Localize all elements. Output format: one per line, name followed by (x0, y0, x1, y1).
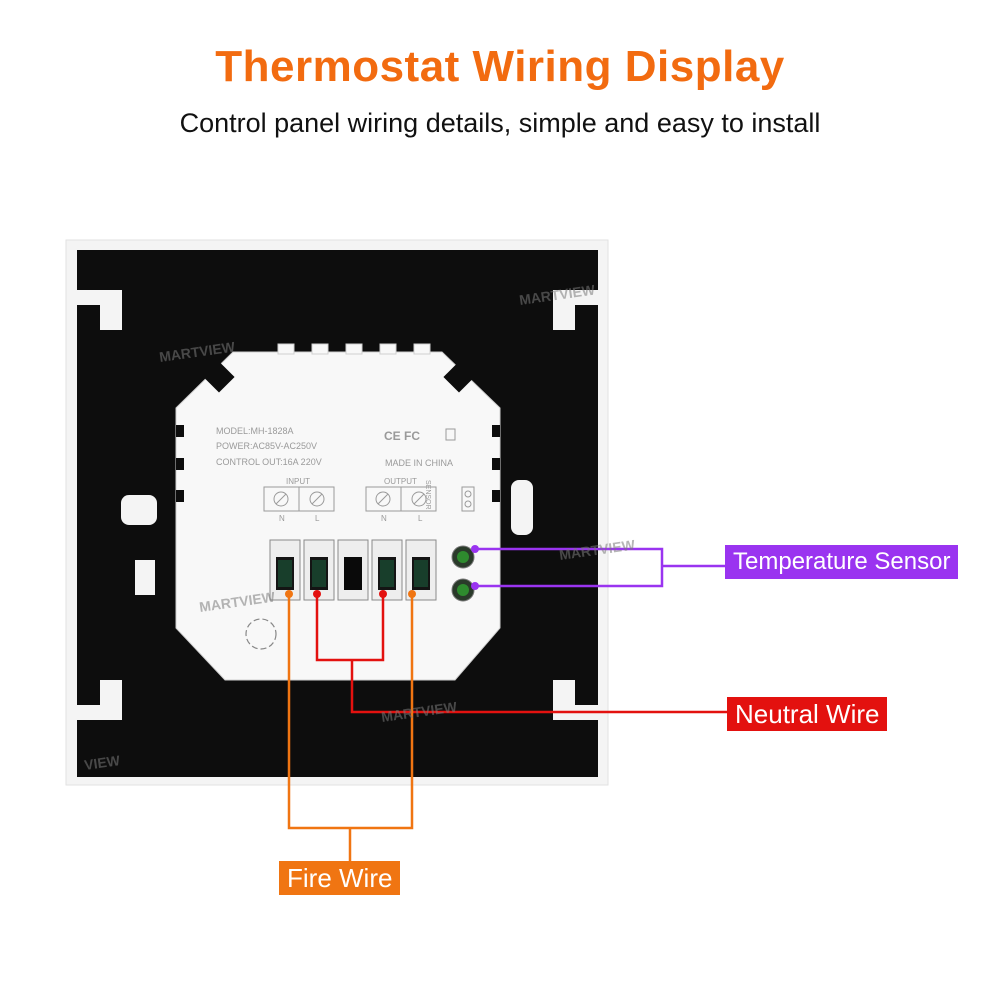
output-label: OUTPUT (384, 477, 417, 486)
model-text: MODEL:MH-1828A (216, 426, 294, 436)
wire-terminal-block (269, 539, 437, 601)
neutral-leader-lines (315, 596, 727, 714)
input-label: INPUT (286, 477, 310, 486)
power-text: POWER:AC85V-AC250V (216, 441, 317, 451)
output-n: N (381, 514, 387, 523)
module-screw-hole (245, 618, 277, 650)
module-corner-right (443, 361, 475, 393)
terminal-slot-5 (405, 539, 437, 601)
cert-text: CE FC (384, 429, 420, 443)
weee-icon (445, 428, 456, 441)
fire-dot-right (408, 590, 416, 598)
page-title: Thermostat Wiring Display (215, 42, 785, 91)
output-terminal (365, 486, 437, 512)
left-slot-lower (135, 560, 155, 595)
neutral-wire-label: Neutral Wire (727, 697, 888, 731)
sensor-dot-top (471, 545, 479, 553)
sensor-dot-bottom (471, 582, 479, 590)
module-corner-left (203, 361, 235, 393)
fire-leader-lines (287, 596, 414, 861)
terminal-slot-2 (303, 539, 335, 601)
terminal-slot-3 (337, 539, 369, 601)
sensor-label: SENSOR (424, 480, 431, 510)
left-slot (121, 495, 157, 525)
sensor-screw-top (451, 545, 475, 569)
sensor-screw-bottom (451, 578, 475, 602)
mounting-clips (77, 290, 598, 720)
temperature-sensor-label: Temperature Sensor (725, 545, 959, 579)
neutral-dot-right (379, 590, 387, 598)
terminal-slot-4 (371, 539, 403, 601)
terminal-slot-1 (269, 539, 301, 601)
fire-dot-left (285, 590, 293, 598)
input-terminal (263, 486, 335, 512)
vent-tabs (277, 343, 431, 355)
side-vents (176, 425, 500, 502)
input-l: L (315, 514, 320, 523)
right-slot (511, 480, 533, 535)
origin-text: MADE IN CHINA (385, 458, 453, 468)
page-subtitle: Control panel wiring details, simple and… (179, 108, 821, 138)
output-l: L (418, 514, 423, 523)
watermark-6: VIEW (83, 752, 121, 773)
fire-wire-label: Fire Wire (279, 861, 401, 895)
control-out-text: CONTROL OUT:16A 220V (216, 457, 322, 467)
input-n: N (279, 514, 285, 523)
neutral-dot-left (313, 590, 321, 598)
module-body (175, 351, 501, 681)
sensor-leader-lines (475, 547, 725, 588)
sensor-terminal (461, 486, 475, 512)
